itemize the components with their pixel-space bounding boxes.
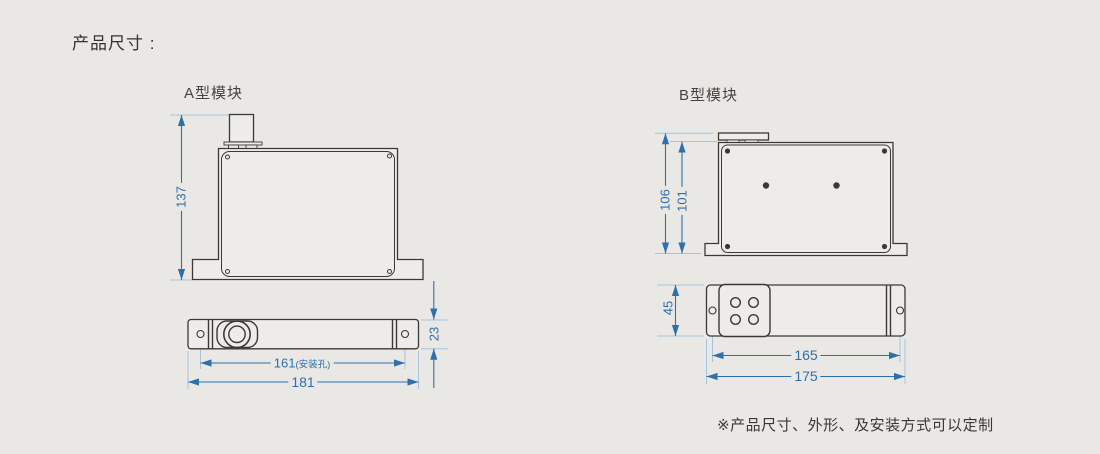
module-a-front-drawing [191, 113, 424, 281]
customization-note: ※产品尺寸、外形、及安装方式可以定制 [717, 417, 994, 434]
dim-b-depth: 45 [660, 300, 676, 316]
page-title: 产品尺寸 : [72, 34, 156, 53]
dim-b-total-width: 175 [791, 369, 821, 383]
dim-a-height: 137 [174, 183, 189, 211]
dim-b-body-height: 101 [675, 187, 690, 215]
module-b-label: B型模块 [679, 87, 739, 104]
module-b-bottom-drawing [705, 283, 906, 338]
dim-b-total-height: 106 [658, 186, 673, 214]
dim-a-mounting-span-note: (安装孔) [295, 359, 331, 371]
module-a-label: A型模块 [184, 85, 244, 102]
dimension-arrows [177, 115, 905, 386]
dim-a-mounting-span: 161(安装孔) [270, 355, 334, 371]
dim-a-base-thickness: 23 [427, 323, 442, 345]
dim-a-mounting-span-value: 161 [273, 355, 296, 371]
module-a-bottom-drawing [187, 318, 420, 350]
dim-b-mounting-span: 165 [791, 348, 821, 362]
module-b-front-drawing [704, 132, 908, 257]
dim-a-total-width: 181 [288, 375, 318, 389]
